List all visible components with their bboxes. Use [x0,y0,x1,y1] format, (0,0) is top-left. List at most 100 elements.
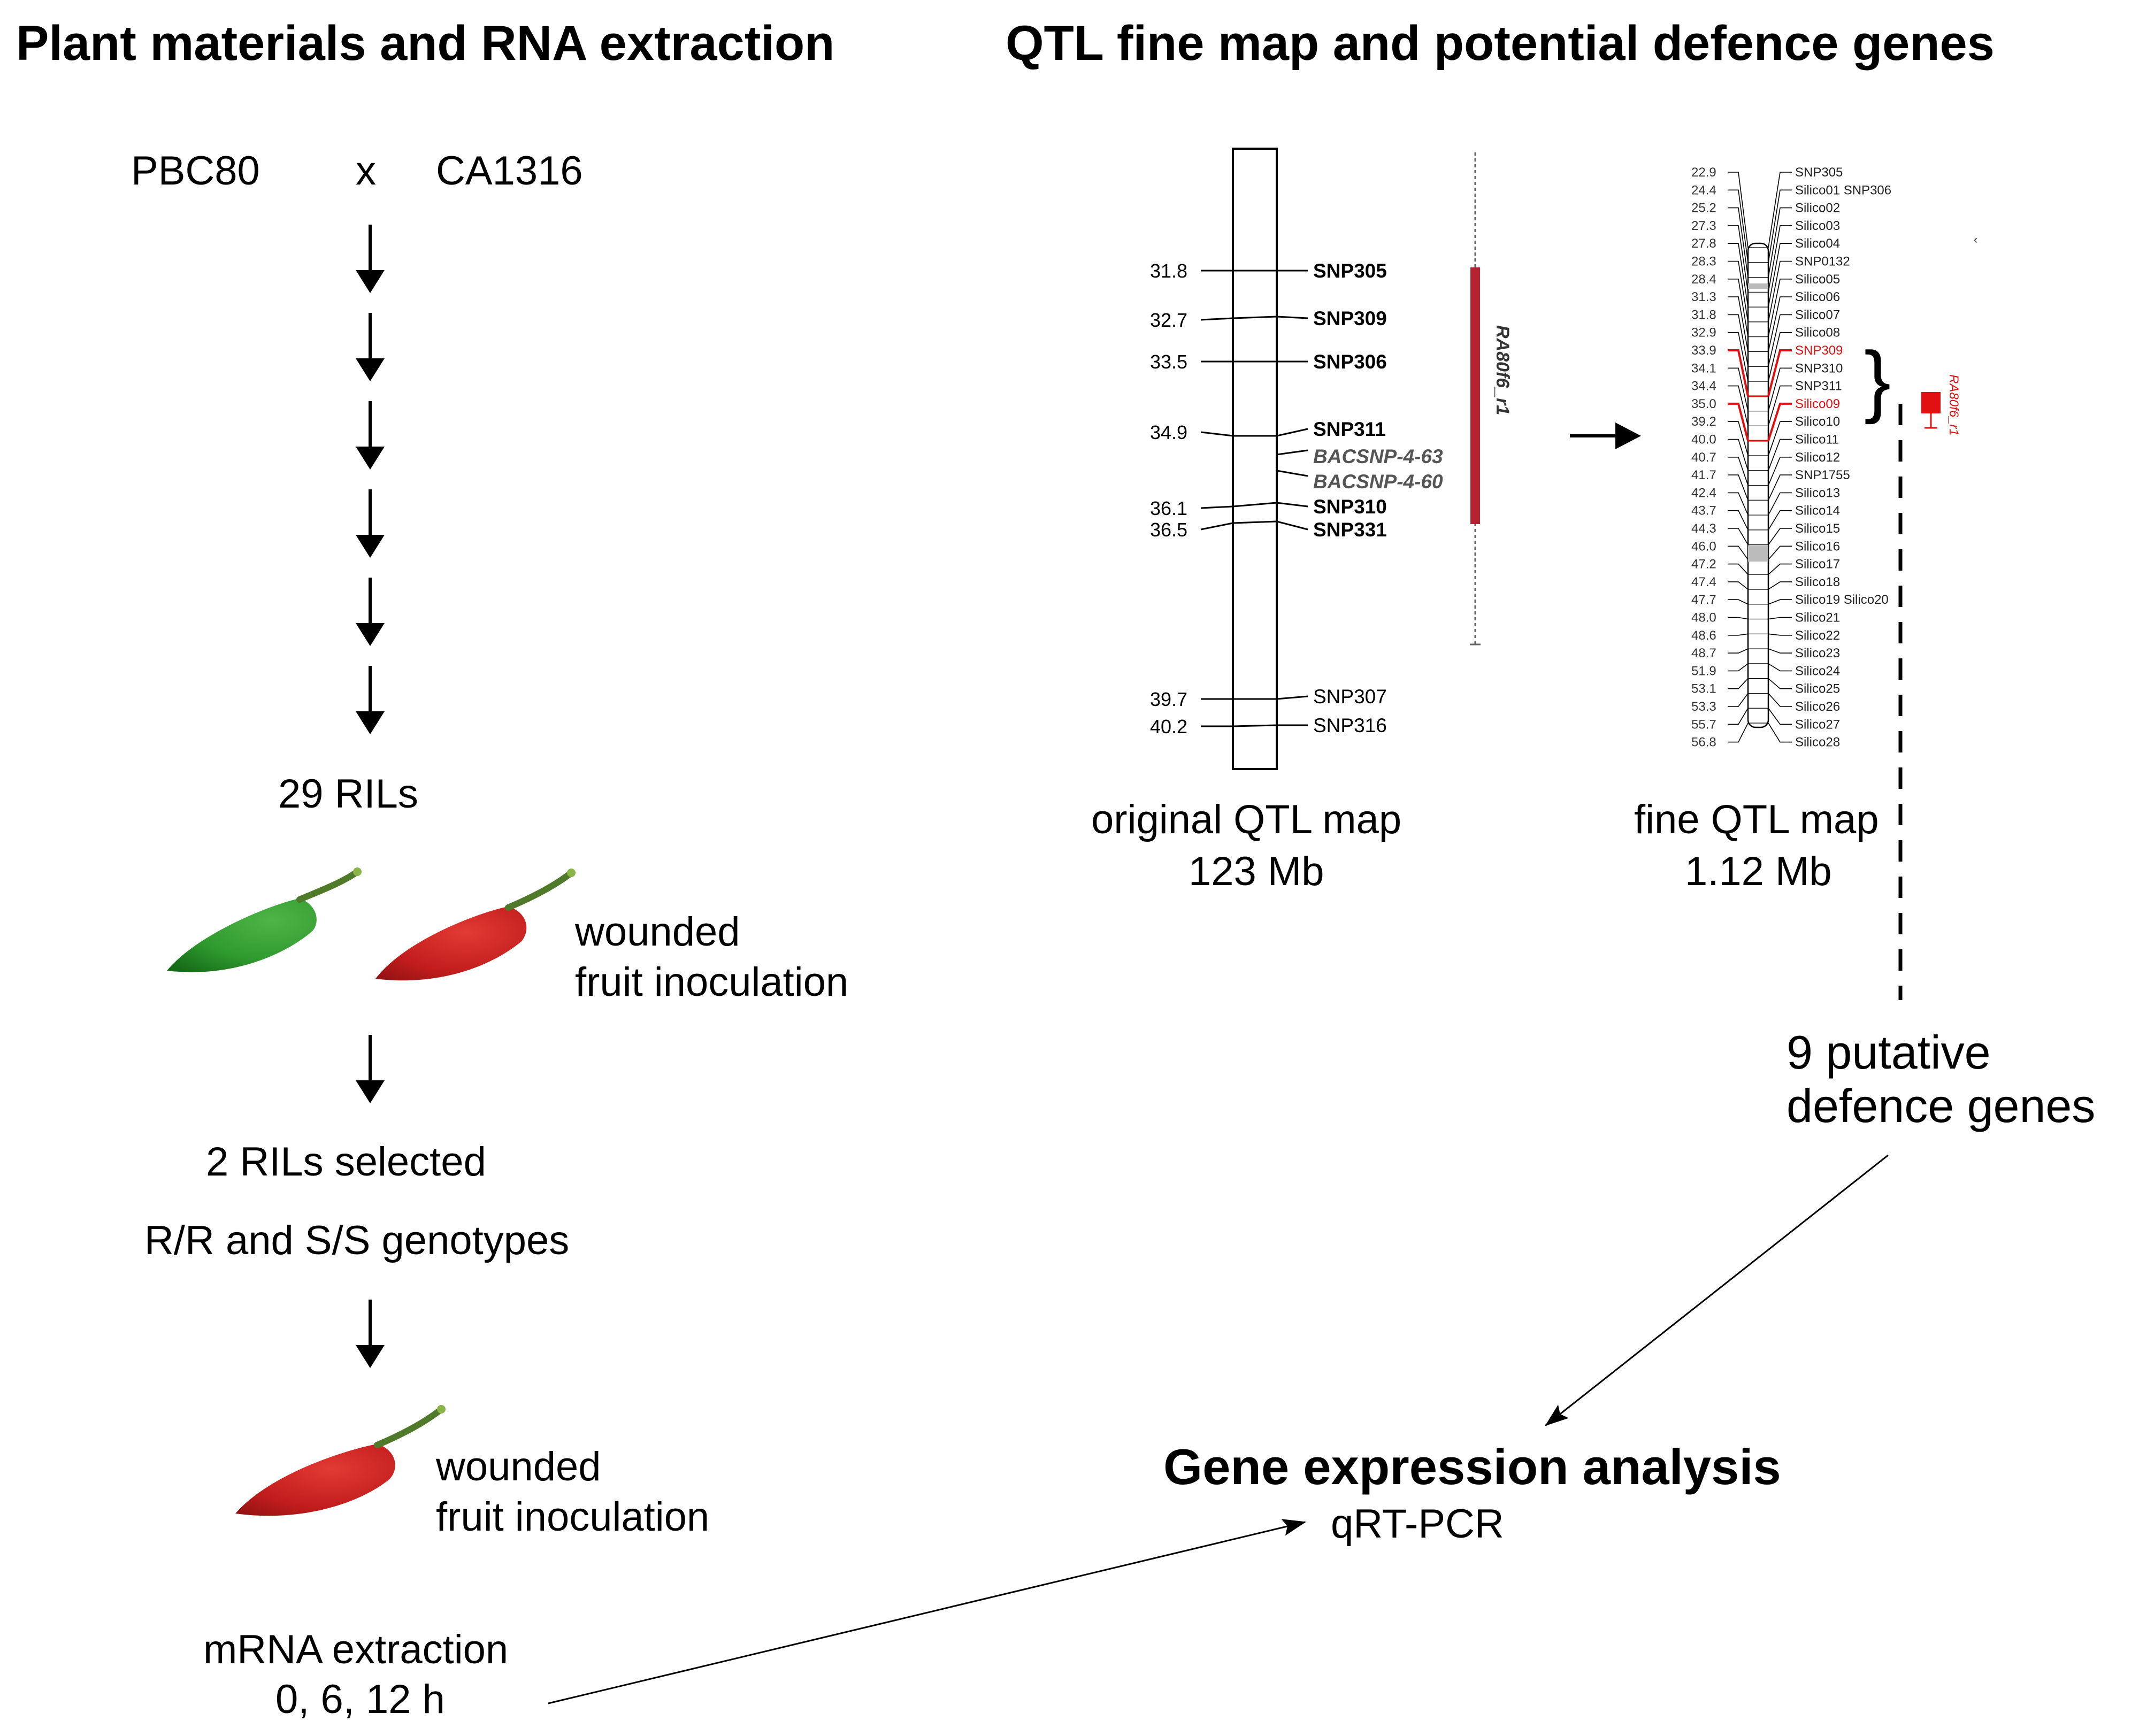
parent-1-label: PBC80 [131,148,260,194]
fine-map-tick-right [1768,599,1792,605]
fine-map-tick-right [1768,617,1792,620]
orig-pos-2: 32.7 [1150,309,1187,331]
fine-map-marker: Silico10 [1795,414,1840,429]
fine-map-position: 41.7 [1691,468,1716,482]
original-map-caption-2: 123 Mb [1189,849,1324,894]
genotypes-label: R/R and S/S genotypes [144,1218,569,1263]
fine-map-position: 48.7 [1691,646,1716,660]
fine-map-tick-right [1768,207,1792,278]
fine-map-tick-right [1768,693,1792,707]
inoculation-2-line-1: wounded [435,1444,601,1489]
fine-map-marker: Silico04 [1795,236,1840,251]
fine-map-marker: Silico19 Silico20 [1795,593,1889,607]
fine-map-tick-left [1728,663,1749,672]
fine-map-tick-right [1768,708,1792,725]
orig-marker-10: SNP316 [1313,715,1387,736]
fine-map-marker: Silico18 [1795,575,1840,589]
arrow-right [1570,423,1641,449]
original-map-caption-1: original QTL map [1091,797,1401,842]
fine-map-marker: Silico24 [1795,664,1840,678]
inoculation-1-line-2: fruit inoculation [575,959,848,1005]
arrow-down-4 [356,489,385,558]
original-qtl-map: 31.8 32.7 33.5 34.9 36.1 36.5 39.7 40.2 … [1091,148,1513,894]
fine-map-position: 31.8 [1691,308,1716,322]
fine-map-tick-right [1768,663,1792,672]
fine-map-tick-left [1728,279,1749,337]
fine-map-tick-left [1728,693,1749,707]
orig-pos-6: 36.5 [1150,519,1187,541]
fine-map-tick-left [1728,528,1749,546]
fine-map-tick-left [1728,648,1749,654]
arrow-down-2 [356,313,385,381]
fine-map-tick-left [1728,581,1749,590]
fine-map-tick-left [1728,260,1749,322]
fine-map-tick-left [1728,474,1749,501]
extraction-line-2: 0, 6, 12 h [275,1677,445,1722]
analysis-title: Gene expression analysis [1163,1439,1781,1495]
fine-map-tick-left [1728,492,1749,516]
arrow-down-8 [356,1300,385,1368]
fine-map-tick-left [1728,385,1749,426]
fine-map-tick-right [1768,279,1792,337]
fine-map-marker: SNP305 [1795,165,1843,180]
fine-map-tick-left [1728,546,1749,560]
green-pepper-icon [167,867,362,972]
fine-map-position: 48.0 [1691,611,1716,625]
qtl-label-original: RA80f6_r1 [1492,325,1513,415]
fine-map-marker: Silico17 [1795,557,1840,572]
fine-map-position: 28.3 [1691,255,1716,269]
orig-marker-8: SNP331 [1313,519,1387,541]
fine-map-marker: Silico27 [1795,717,1840,732]
arrow-down-7 [356,1035,385,1103]
arrow-genes-to-analysis [1545,1154,1889,1426]
orig-marker-7: SNP310 [1313,496,1387,518]
fine-map-marker: Silico22 [1795,628,1840,643]
cross-symbol: x [356,148,376,194]
arrow-extraction-to-analysis [548,1519,1306,1704]
fine-map-position: 31.3 [1691,290,1716,304]
red-pepper-icon [375,869,576,981]
fine-map-position: 25.2 [1691,201,1716,216]
qtl-label-fine: RA80f6_r1 [1946,374,1961,436]
fine-map-position: 47.4 [1691,575,1716,589]
bracket-symbol: } [1864,335,1891,425]
arrow-down-6 [356,666,385,734]
fine-map-position: 46.0 [1691,539,1716,554]
fine-map-tick-right [1768,296,1792,352]
orig-marker-1: SNP305 [1313,260,1387,282]
orig-marker-9: SNP307 [1313,686,1387,708]
right-panel-title: QTL fine map and potential defence genes [1006,16,1995,71]
selected-label: 2 RILs selected [206,1139,486,1185]
fine-map-position: 43.7 [1691,504,1716,518]
orig-pos-3: 33.5 [1150,351,1187,373]
fine-map-tick-right [1768,492,1792,516]
fine-map-tick-right [1768,260,1792,322]
fine-map-marker: Silico25 [1795,682,1840,696]
fine-map-tick-left [1728,439,1749,471]
orig-marker-3: SNP306 [1313,351,1387,373]
fine-map-marker: SNP311 [1795,379,1842,394]
fine-map-position: 47.7 [1691,593,1716,607]
fine-map-position: 53.3 [1691,700,1716,714]
orig-marker-4: SNP311 [1313,418,1386,440]
fine-map-position: 28.4 [1691,272,1716,287]
fine-map-position: 34.4 [1691,379,1716,394]
fine-map-tick-right [1768,367,1792,411]
orig-pos-4: 34.9 [1150,421,1187,443]
fine-map-position: 44.3 [1691,521,1716,536]
chromosome-bar-original [1232,148,1278,770]
fine-qtl-bar [1921,392,1941,413]
fine-map-tick-right [1768,189,1792,263]
fine-map-marker: Silico11 [1795,433,1839,447]
fine-chrom-band [1748,283,1768,289]
fine-map-tick-right [1768,421,1792,456]
fine-map-marker: Silico09 [1795,397,1840,411]
fine-map-tick-left [1728,678,1749,689]
fine-map-tick-left [1728,367,1749,411]
fine-map-tick-right [1768,648,1792,654]
fine-map-tick-left [1728,402,1749,441]
fine-map-tick-right [1768,225,1792,293]
fine-map-tick-right [1768,581,1792,590]
